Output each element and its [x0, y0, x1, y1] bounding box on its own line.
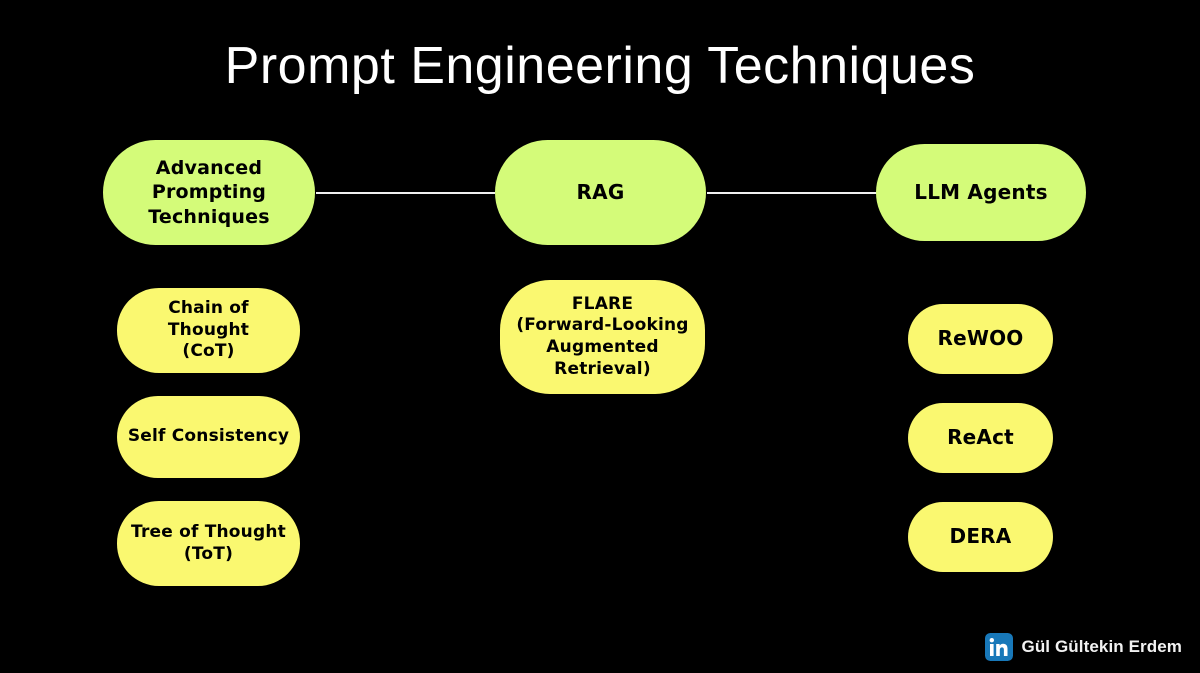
node-chain-of-thought[interactable]: Chain of Thought (CoT) [117, 288, 300, 373]
node-react[interactable]: ReAct [908, 403, 1053, 473]
page-title: Prompt Engineering Techniques [224, 37, 976, 95]
node-flare[interactable]: FLARE (Forward-Looking Augmented Retriev… [500, 280, 705, 394]
node-rag[interactable]: RAG [495, 140, 706, 245]
node-advanced-prompting-techniques[interactable]: Advanced Prompting Techniques [103, 140, 315, 245]
node-self-consistency[interactable]: Self Consistency [117, 396, 300, 478]
attribution: Gül Gültekin Erdem [984, 633, 1183, 661]
node-rewoo[interactable]: ReWOO [908, 304, 1053, 374]
connector-advanced-to-rag [316, 192, 495, 194]
node-llm-agents[interactable]: LLM Agents [876, 144, 1086, 241]
connector-rag-to-llm-agents [707, 192, 877, 194]
linkedin-icon[interactable] [984, 633, 1013, 661]
node-dera[interactable]: DERA [908, 502, 1053, 572]
attribution-name: Gül Gültekin Erdem [1021, 637, 1182, 656]
node-tree-of-thought[interactable]: Tree of Thought (ToT) [117, 501, 300, 586]
